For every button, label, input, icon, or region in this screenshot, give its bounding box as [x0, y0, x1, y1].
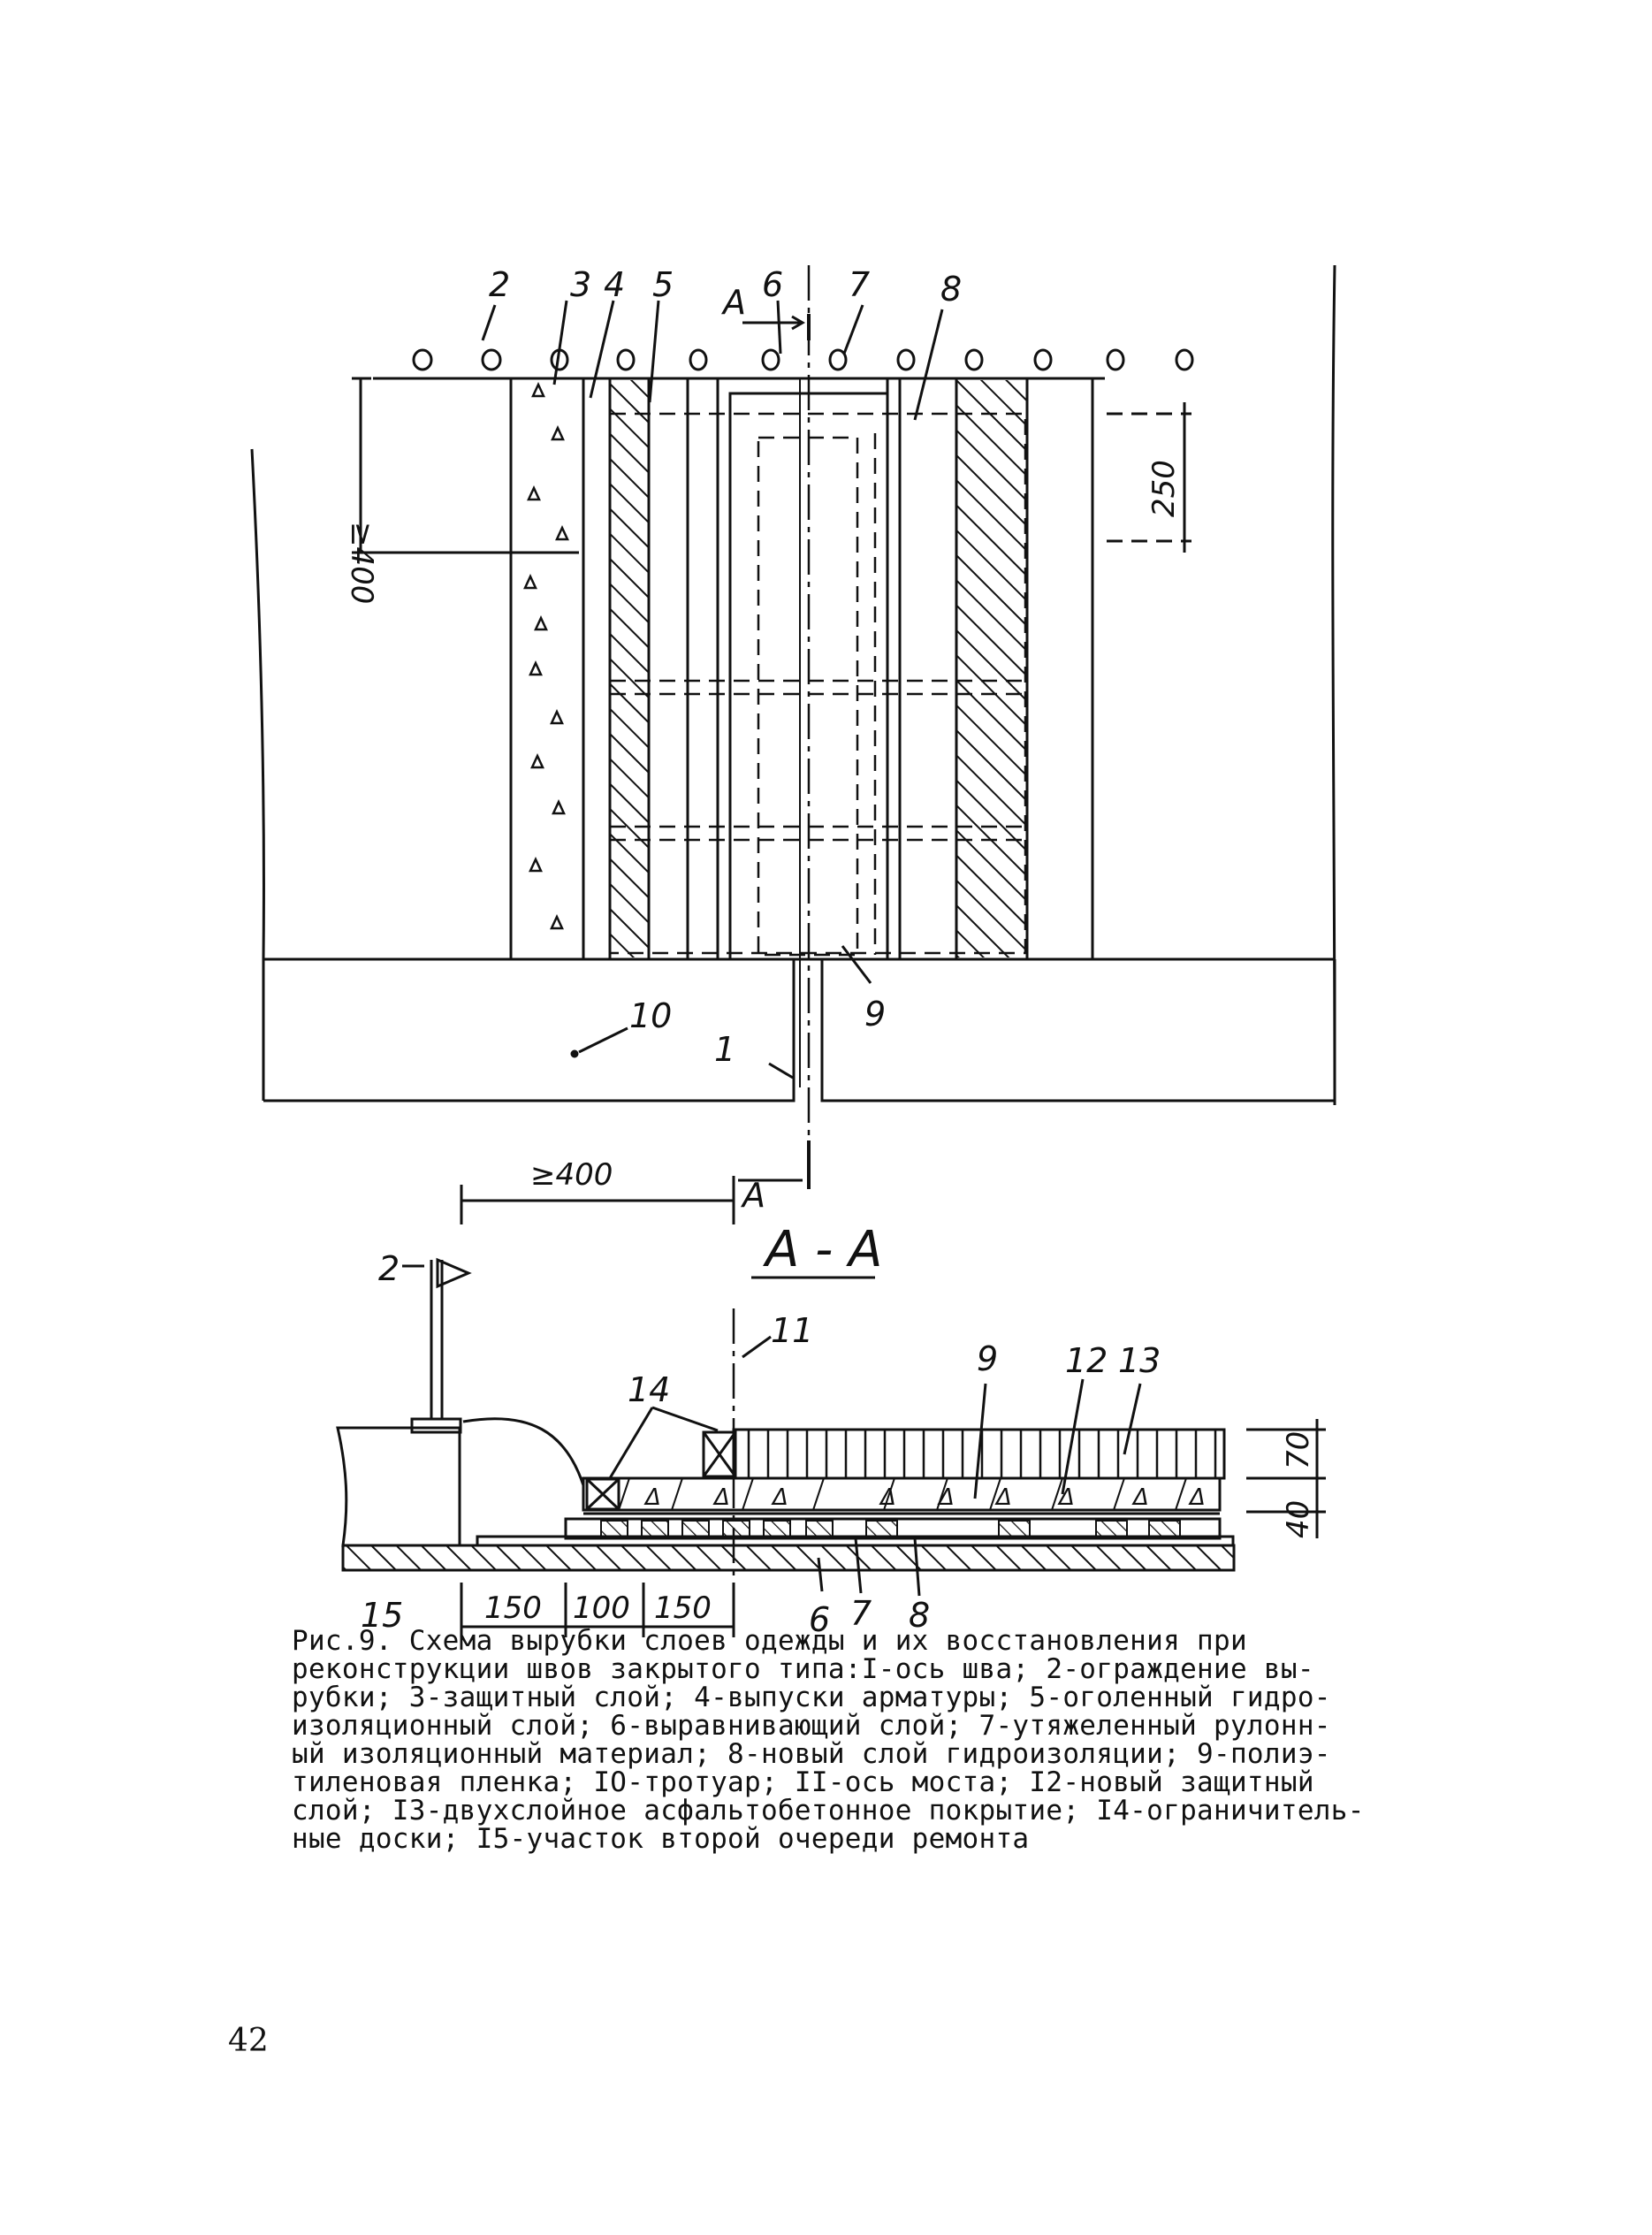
dim-250-plan: 250 — [1146, 460, 1182, 517]
section-label-6: 6 — [809, 1600, 830, 1639]
plan-label-9: 9 — [864, 995, 886, 1034]
section-label-8: 8 — [909, 1596, 930, 1635]
section-label-9: 9 — [977, 1339, 998, 1378]
plan-label-6: 6 — [762, 265, 783, 304]
section-label-12: 12 — [1065, 1341, 1108, 1380]
dim-400-plan: ≥400 — [344, 522, 379, 604]
plan-left-edge — [250, 448, 265, 960]
section-mark-top: А — [720, 283, 746, 322]
dim-70: 70 — [1281, 1431, 1316, 1469]
plan-label-4: 4 — [604, 265, 625, 304]
plan-label-10: 10 — [629, 996, 672, 1035]
figure-caption: Рис.9. Схема вырубки слоев одежды и их в… — [292, 1627, 1405, 1853]
dim-150-left: 150 — [484, 1590, 542, 1626]
waterproof-blocks — [600, 1520, 1181, 1537]
plan-label-3: 3 — [570, 265, 591, 304]
section-label-14: 14 — [628, 1370, 670, 1409]
section-label-2: 2 — [378, 1249, 400, 1288]
svg-text:Δ: Δ — [643, 1484, 661, 1511]
caption-line: ные доски; I5-участок второй очереди рем… — [292, 1823, 1030, 1855]
section-mark-bottom: А — [740, 1176, 765, 1215]
caption-line: слой; I3-двухслойное асфальтобетонное по… — [292, 1795, 1365, 1827]
caption-line: тиленовая пленка; IO-тротуар; II-ось мос… — [292, 1766, 1314, 1798]
plan-label-1: 1 — [714, 1030, 735, 1069]
section-label-15: 15 — [361, 1596, 403, 1635]
plan-label-2: 2 — [489, 265, 510, 304]
dim-40: 40 — [1281, 1500, 1316, 1538]
section-label-13: 13 — [1118, 1341, 1161, 1380]
plan-label-8: 8 — [940, 270, 962, 309]
dim-100: 100 — [573, 1590, 630, 1626]
section-view — [336, 1176, 1326, 1637]
hatched-strip-left — [610, 380, 649, 957]
svg-text:Δ: Δ — [771, 1484, 788, 1511]
svg-text:Δ: Δ — [712, 1484, 730, 1511]
plan-view — [250, 264, 1336, 1189]
section-title: А - А — [763, 1221, 882, 1278]
caption-line: изоляционный слой; 6-выравнивающий слой;… — [292, 1710, 1331, 1742]
section-aggregate-marks: Δ Δ Δ Δ Δ Δ Δ Δ Δ — [643, 1484, 1206, 1511]
sidewalk-bottom-right — [820, 959, 1336, 1102]
caption-line: Рис.9. Схема вырубки слоев одежды и их в… — [292, 1625, 1247, 1657]
caption-line: реконструкции швов закрытого типа:I-ось … — [292, 1653, 1314, 1685]
caption-line: рубки; 3-защитный слой; 4-выпуски армату… — [292, 1682, 1331, 1713]
svg-text:Δ: Δ — [879, 1484, 896, 1511]
plan-label-7: 7 — [849, 265, 870, 304]
protective-layer-diagonals — [618, 1477, 1187, 1511]
section-label-7: 7 — [850, 1594, 872, 1633]
svg-text:Δ: Δ — [1188, 1484, 1206, 1511]
page-number: 42 — [228, 2023, 269, 2059]
fence-posts — [412, 348, 1194, 371]
svg-text:Δ: Δ — [994, 1484, 1012, 1511]
svg-text:Δ: Δ — [937, 1484, 955, 1511]
plan-label-5: 5 — [652, 265, 674, 304]
dim-150-right: 150 — [654, 1590, 712, 1626]
svg-text:Δ: Δ — [1131, 1484, 1149, 1511]
hatched-strip-right — [956, 380, 1027, 957]
caption-line: ый изоляционный материал; 8-новый слой г… — [292, 1738, 1331, 1770]
svg-text:Δ: Δ — [1057, 1484, 1075, 1511]
dim-400-section: ≥400 — [530, 1157, 613, 1193]
section-label-11: 11 — [771, 1311, 813, 1350]
protective-layer-marks — [523, 382, 569, 930]
sidewalk-bottom-left — [263, 1087, 796, 1102]
